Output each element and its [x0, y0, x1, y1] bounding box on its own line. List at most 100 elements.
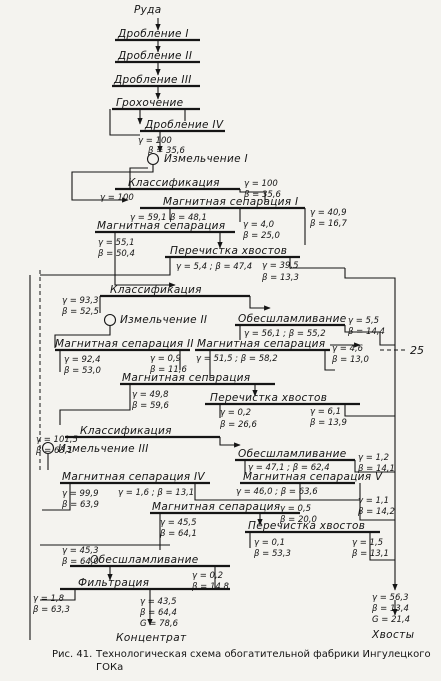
param-label: β = 50,4 [97, 249, 135, 259]
flow-lines [29, 18, 405, 640]
stage-magsep-7: Магнитная сепарация V [243, 471, 383, 483]
product-tailings: Хвосты [371, 629, 414, 641]
param-label: γ = 1,5 [352, 538, 383, 548]
stage-clean-tails-3: Перечистка хвостов [248, 520, 365, 532]
param-label: γ = 5,5 [348, 316, 379, 326]
stage-magsep-5: Магнитная сепарация [122, 372, 250, 384]
stage-labels: Руда Дробление I Дробление II Дробление … [55, 4, 383, 589]
caption-line-1: Технологическая схема обогатительной фаб… [95, 649, 431, 660]
param-label: γ = 0,2 [192, 571, 223, 581]
stage-crush-3: Дробление III [113, 74, 192, 86]
stage-deslime-3: Обесшламливание [90, 554, 198, 566]
param-label: β = 59,6 [131, 401, 169, 411]
param-label: γ = 0,5 [280, 504, 311, 514]
param-label: γ = 1,2 [358, 453, 389, 463]
param-label: β = 63,3 [32, 605, 70, 615]
param-label: β = 14,8 [191, 582, 229, 592]
caption-line-2: ГОКа [96, 662, 123, 673]
stage-magsep-8: Магнитная сепарация [152, 501, 280, 513]
param-label: γ = 92,4 [64, 355, 100, 365]
param-label: β = 13,4 [371, 604, 409, 614]
stage-grind-3: Измельчение III [58, 443, 149, 455]
param-label: γ = 100 [138, 136, 172, 146]
param-label: β = 63,1 [35, 446, 73, 456]
param-label: β = 13,3 [261, 273, 299, 283]
stage-magsep-3: Магнитная сепарация II [55, 338, 194, 350]
param-label: γ = 1,8 [33, 594, 65, 604]
param-label: β = 35,6 [243, 190, 281, 200]
caption-prefix: Рис. 41. [52, 649, 92, 660]
param-label: γ = 43,5 [140, 597, 176, 607]
param-label: γ = 0,2 [220, 408, 251, 418]
param-label: γ = 1,1 [358, 496, 389, 506]
stage-crush-2: Дробление II [117, 50, 192, 62]
param-label: γ = 93,3 [62, 296, 98, 306]
stage-classification-2: Классификация [110, 284, 202, 296]
param-label: G = 78,6 [140, 619, 179, 629]
param-label: γ = 47,1 ; β = 62,4 [248, 463, 330, 473]
stream-parameters: γ = 100 β = 35,6 γ = 100 γ = 100 β = 35,… [32, 136, 410, 629]
param-label: γ = 0,9 [150, 354, 181, 364]
param-label: γ = 49,8 [132, 390, 169, 400]
stage-clean-tails-2: Перечистка хвостов [210, 392, 327, 404]
param-label: β = 25,0 [242, 231, 280, 241]
stage-grind-2: Измельчение II [120, 314, 207, 326]
param-label: γ = 6,1 [310, 407, 341, 417]
param-label: γ = 45,5 [160, 518, 196, 528]
param-label: β = 35,6 [147, 146, 185, 156]
param-label: β = 64,0 [61, 557, 99, 567]
param-label: γ = 1,6 ; β = 13,1 [118, 488, 194, 498]
stage-clean-tails-1: Перечистка хвостов [170, 245, 287, 257]
param-label: β = 64,1 [159, 529, 197, 539]
stage-magsep-1: Магнитная сепарация I [163, 196, 298, 208]
param-label: γ = 4,0 [243, 220, 274, 230]
stage-classification-3: Классификация [80, 425, 172, 437]
param-label: β = 26,6 [219, 420, 257, 430]
param-label: γ = 45,3 [62, 546, 98, 556]
stage-ore: Руда [134, 4, 161, 16]
param-label: γ = 56,3 [372, 593, 408, 603]
param-label: γ = 99,9 [62, 489, 98, 499]
param-label: β = 11,6 [149, 365, 187, 375]
param-label: β = 16,7 [309, 219, 347, 229]
stage-magsep-2: Магнитная сепарация [97, 220, 225, 232]
figure-caption: Рис. 41. Технологическая схема обогатите… [52, 649, 431, 673]
param-label: γ = 56,1 ; β = 55,2 [244, 329, 326, 339]
param-label: γ = 100 [244, 179, 278, 189]
stage-classification-1: Классификация [128, 177, 220, 189]
stage-deslime-2: Обесшламливание [238, 448, 346, 460]
product-concentrate: Концентрат [116, 632, 187, 644]
param-label: γ = 39,5 [262, 261, 298, 271]
stage-magsep-4: Магнитная сепарация [197, 338, 325, 350]
param-label: γ = 5,4 ; β = 47,4 [176, 262, 252, 272]
param-label: β = 13,1 [351, 549, 389, 559]
param-label: G = 21,4 [372, 615, 410, 625]
param-label: γ = 46,0 ; β = 63,6 [236, 487, 318, 497]
side-mark: 25 [410, 344, 424, 357]
param-label: β = 53,3 [253, 549, 291, 559]
stage-magsep-6: Магнитная сепарация IV [62, 471, 205, 483]
stage-grind-1: Измельчение I [164, 153, 248, 165]
param-label: β = 53,0 [63, 366, 101, 376]
stage-filtration: Фильтрация [78, 577, 149, 589]
param-label: β = 14,4 [347, 327, 385, 337]
param-label: γ = 100 [100, 193, 134, 203]
param-label: γ = 0,1 [254, 538, 285, 548]
param-label: γ = 59,1 [130, 213, 166, 223]
param-label: β = 48,1 [169, 213, 207, 223]
param-label: γ = 101,5 [36, 435, 78, 445]
stage-screening: Грохочение [116, 97, 183, 109]
param-label: γ = 51,5 ; β = 58,2 [196, 354, 278, 364]
param-label: β = 13,9 [309, 418, 347, 428]
param-label: β = 14,2 [357, 507, 395, 517]
param-label: β = 14,1 [357, 464, 395, 474]
param-label: β = 52,5 [61, 307, 99, 317]
stage-deslime-1: Обесшламливание [238, 313, 346, 325]
param-label: β = 20,0 [279, 515, 317, 525]
param-label: β = 64,4 [139, 608, 177, 618]
param-label: β = 63,9 [61, 500, 99, 510]
stage-crush-4: Дробление IV [144, 119, 224, 131]
param-label: γ = 55,1 [98, 238, 134, 248]
stage-crush-1: Дробление I [117, 28, 189, 40]
